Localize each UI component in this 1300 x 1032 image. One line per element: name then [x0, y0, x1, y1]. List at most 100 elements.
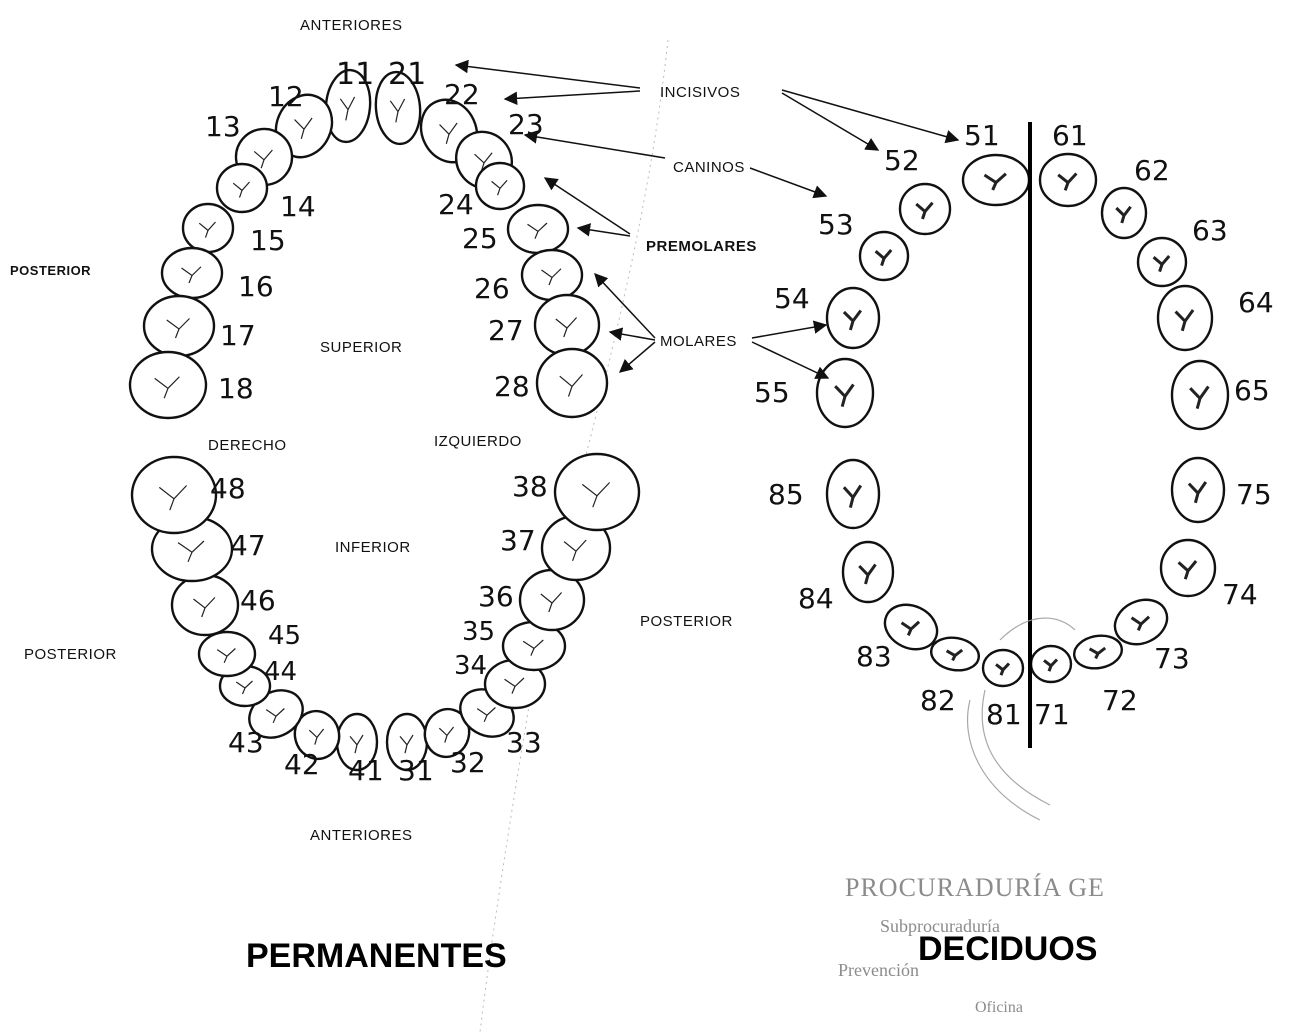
- permanent-tooth-marking-35: [522, 639, 544, 656]
- permanent-tooth-marking-44: [235, 680, 253, 695]
- permanent-tooth-number-24: 24: [438, 188, 474, 221]
- permanent-tooth-marking-37: [563, 539, 587, 562]
- permanent-tooth-17: [142, 294, 216, 358]
- label-posterior-middle: POSTERIOR: [640, 613, 733, 630]
- permanent-tooth-number-36: 36: [478, 580, 514, 613]
- permanent-tooth-15: [181, 202, 235, 254]
- deciduous-tooth-marking-63: [1152, 255, 1171, 273]
- deciduous-tooth-52: [898, 182, 952, 236]
- deciduous-tooth-64: [1156, 284, 1214, 352]
- deciduous-tooth-61: [1038, 152, 1098, 208]
- permanent-tooth-number-32: 32: [450, 746, 486, 779]
- permanent-tooth-marking-12: [294, 117, 313, 139]
- label-posterior-left-upper: POSTERIOR: [10, 263, 91, 278]
- permanent-tooth-18: [128, 350, 208, 420]
- deciduous-tooth-number-74: 74: [1222, 578, 1258, 611]
- permanent-tooth-number-15: 15: [250, 224, 286, 257]
- deciduous-tooth-marking-74: [1177, 560, 1198, 580]
- deciduous-tooth-marking-82: [945, 648, 964, 662]
- deciduous-tooth-number-62: 62: [1134, 154, 1170, 187]
- deciduous-tooth-marking-65: [1189, 385, 1210, 409]
- permanent-tooth-number-46: 46: [240, 584, 276, 617]
- deciduous-tooth-84: [841, 540, 895, 604]
- deciduous-tooth-number-51: 51: [964, 119, 1000, 152]
- deciduous-tooth-number-54: 54: [774, 282, 810, 315]
- permanent-teeth-group: [128, 68, 641, 772]
- permanent-tooth-number-25: 25: [462, 222, 498, 255]
- title-permanentes: PERMANENTES: [246, 937, 507, 975]
- permanent-tooth-marking-27: [555, 317, 578, 338]
- permanent-tooth-marking-22: [439, 122, 458, 144]
- permanent-tooth-number-12: 12: [268, 80, 304, 113]
- deciduous-tooth-number-75: 75: [1236, 478, 1272, 511]
- permanent-tooth-number-37: 37: [500, 524, 536, 557]
- permanent-tooth-marking-34: [504, 677, 525, 694]
- deciduous-tooth-83: [883, 603, 939, 651]
- deciduous-tooth-number-55: 55: [754, 376, 790, 409]
- title-deciduos: DECIDUOS: [918, 930, 1097, 968]
- deciduous-tooth-number-71: 71: [1034, 698, 1070, 731]
- deciduous-tooth-marking-62: [1115, 205, 1132, 224]
- permanent-tooth-marking-16: [181, 266, 202, 284]
- deciduous-tooth-number-73: 73: [1154, 642, 1190, 675]
- permanent-tooth-marking-32: [438, 726, 455, 743]
- deciduous-tooth-number-84: 84: [798, 582, 834, 615]
- deciduous-tooth-marking-64: [1174, 309, 1195, 332]
- permanent-tooth-16: [160, 246, 224, 300]
- permanent-tooth-number-42: 42: [284, 748, 320, 781]
- deciduous-tooth-53: [858, 230, 910, 282]
- deciduous-tooth-marking-72: [1088, 646, 1107, 660]
- label-superior: SUPERIOR: [320, 339, 402, 356]
- permanent-tooth-marking-26: [541, 268, 562, 286]
- deciduous-tooth-marking-61: [1057, 172, 1078, 191]
- deciduous-tooth-number-82: 82: [920, 684, 956, 717]
- permanent-tooth-marking-25: [527, 222, 548, 239]
- permanent-tooth-marking-13: [253, 149, 273, 169]
- permanent-tooth-marking-28: [559, 374, 583, 397]
- label-posterior-left-lower: POSTERIOR: [24, 646, 117, 663]
- deciduous-tooth-marking-55: [834, 383, 855, 407]
- permanent-tooth-21: [374, 70, 422, 146]
- deciduous-tooth-number-63: 63: [1192, 214, 1228, 247]
- permanent-tooth-number-33: 33: [506, 726, 542, 759]
- label-molares: MOLARES: [660, 333, 737, 350]
- label-inferior: INFERIOR: [335, 539, 411, 556]
- deciduous-tooth-number-61: 61: [1052, 119, 1088, 152]
- label-derecho: DERECHO: [208, 437, 287, 454]
- deciduous-tooth-51: [961, 153, 1031, 207]
- permanent-tooth-number-26: 26: [474, 272, 510, 305]
- permanent-tooth-number-13: 13: [205, 110, 241, 143]
- permanent-tooth-number-38: 38: [512, 470, 548, 503]
- permanent-tooth-number-21: 21: [388, 57, 426, 92]
- deciduous-tooth-marking-71: [1043, 658, 1059, 672]
- deciduous-tooth-number-81: 81: [986, 698, 1022, 731]
- permanent-tooth-number-17: 17: [220, 319, 256, 352]
- permanent-tooth-24: [474, 161, 526, 211]
- deciduous-tooth-number-83: 83: [856, 640, 892, 673]
- pointer-arrows: [454, 59, 960, 379]
- permanent-tooth-number-34: 34: [454, 651, 487, 681]
- permanent-tooth-38: [553, 452, 641, 532]
- label-incisivos: INCISIVOS: [660, 84, 740, 101]
- label-anteriores-top: ANTERIORES: [300, 17, 403, 34]
- stamp-line-1: PROCURADURÍA GE: [845, 873, 1105, 902]
- label-anteriores-bottom: ANTERIORES: [310, 827, 413, 844]
- permanent-tooth-number-45: 45: [268, 621, 301, 651]
- permanent-tooth-number-22: 22: [444, 78, 480, 111]
- deciduous-tooth-55: [815, 357, 875, 429]
- deciduous-tooth-62: [1100, 186, 1148, 240]
- permanent-tooth-marking-18: [154, 376, 180, 399]
- deciduous-tooth-73: [1113, 598, 1169, 646]
- deciduous-tooth-number-64: 64: [1238, 286, 1274, 319]
- permanent-tooth-marking-33: [476, 707, 496, 723]
- permanent-tooth-marking-17: [166, 318, 190, 339]
- permanent-tooth-number-48: 48: [210, 472, 246, 505]
- label-izquierdo: IZQUIERDO: [434, 433, 522, 450]
- deciduous-tooth-54: [825, 286, 881, 350]
- permanent-tooth-number-11: 11: [336, 57, 374, 92]
- permanent-tooth-marking-36: [540, 592, 563, 613]
- permanent-tooth-number-43: 43: [228, 726, 264, 759]
- permanent-tooth-number-44: 44: [264, 657, 297, 687]
